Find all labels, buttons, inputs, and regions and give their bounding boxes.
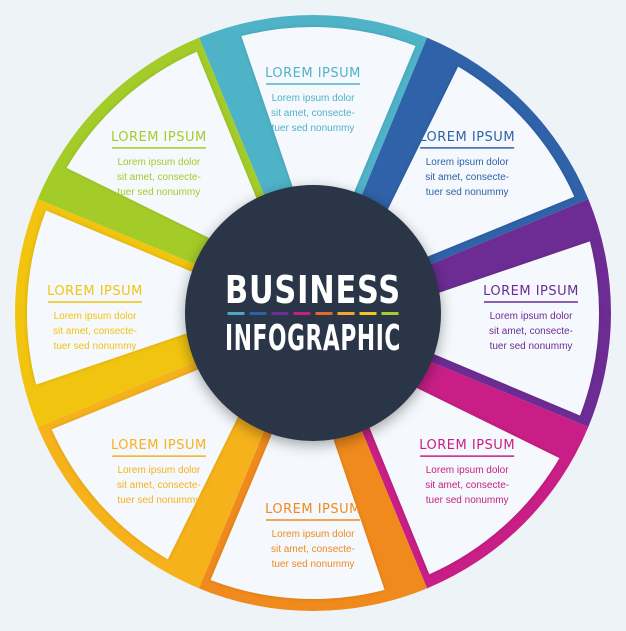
segment-panel-shape — [366, 384, 560, 575]
center-hub: BUSINESS INFOGRAPHIC — [185, 185, 441, 441]
segment-label-lower-right: LOREM IPSUM Lorem ipsum dolor sit amet, co… — [419, 438, 515, 506]
segment-title: LOREM IPSUM — [111, 438, 207, 453]
segment-body-line: sit amet, consecte- — [425, 172, 509, 183]
hub-circle — [185, 185, 441, 441]
hub-dash — [249, 312, 267, 315]
hub-dash-row — [227, 312, 399, 315]
hub-dash — [337, 312, 355, 315]
labels-layer: LOREM IPSUM Lorem ipsum dolor sit amet, co… — [47, 66, 579, 570]
segment-label-bottom: LOREM IPSUM Lorem ipsum dolor sit amet, co… — [265, 502, 361, 570]
segment-body-line: Lorem ipsum dolor — [490, 311, 573, 322]
segment-body-line: tuer sed nonummy — [426, 187, 509, 198]
segment-panel-shape — [26, 210, 200, 385]
segment-panel-shape — [210, 426, 385, 599]
hub-dash — [381, 312, 399, 315]
segment-label-left: LOREM IPSUM Lorem ipsum dolor sit amet, co… — [47, 284, 143, 352]
segment-panel-shape — [426, 241, 599, 416]
segment-body-line: Lorem ipsum dolor — [426, 157, 509, 168]
segment-title: LOREM IPSUM — [265, 66, 361, 81]
segment-body-line: tuer sed nonummy — [272, 123, 355, 134]
segment-panel-shape — [51, 366, 242, 560]
segment-body-line: tuer sed nonummy — [117, 187, 200, 198]
hub-title-line2: INFOGRAPHIC — [225, 318, 401, 359]
hub-dash — [227, 312, 245, 315]
segment-body-line: sit amet, consecte- — [117, 172, 201, 183]
segment-body-line: sit amet, consecte- — [271, 108, 355, 119]
segment-body-line: sit amet, consecte- — [53, 326, 137, 337]
hub-title-line1: BUSINESS — [225, 268, 401, 312]
segment-title: LOREM IPSUM — [47, 284, 143, 299]
segment-body-line: tuer sed nonummy — [117, 495, 200, 506]
segment-panel-shape — [66, 51, 260, 242]
segment-body-line: sit amet, consecte- — [271, 544, 355, 555]
hub-dash — [359, 312, 377, 315]
segment-body-line: Lorem ipsum dolor — [272, 93, 355, 104]
segments-layer — [15, 15, 612, 612]
segment-panel-right — [426, 241, 599, 416]
segment-label-upper-left: LOREM IPSUM Lorem ipsum dolor sit amet, co… — [111, 130, 207, 198]
segment-body-line: tuer sed nonummy — [490, 341, 573, 352]
segment-body-line: tuer sed nonummy — [272, 559, 355, 570]
segment-body-line: Lorem ipsum dolor — [117, 465, 200, 476]
segment-body-line: Lorem ipsum dolor — [117, 157, 200, 168]
segment-title: LOREM IPSUM — [419, 130, 515, 145]
segment-title: LOREM IPSUM — [265, 502, 361, 517]
segment-title: LOREM IPSUM — [483, 284, 579, 299]
segment-panel-upper-right — [384, 66, 575, 260]
segment-body-line: Lorem ipsum dolor — [54, 311, 137, 322]
segment-body-line: sit amet, consecte- — [489, 326, 573, 337]
segment-label-top: LOREM IPSUM Lorem ipsum dolor sit amet, co… — [265, 66, 361, 134]
segment-panel-shape — [384, 66, 575, 260]
segment-body-line: sit amet, consecte- — [425, 480, 509, 491]
segment-panel-upper-left — [66, 51, 260, 242]
segment-body-line: Lorem ipsum dolor — [426, 465, 509, 476]
hub-dash — [293, 312, 311, 315]
segment-panel-bottom — [210, 426, 385, 599]
segment-body-line: tuer sed nonummy — [426, 495, 509, 506]
hub-dash — [271, 312, 289, 315]
segment-label-upper-right: LOREM IPSUM Lorem ipsum dolor sit amet, co… — [419, 130, 515, 198]
segment-body-line: Lorem ipsum dolor — [272, 529, 355, 540]
segment-title: LOREM IPSUM — [111, 130, 207, 145]
segment-panel-top — [241, 26, 416, 200]
segment-body-line: tuer sed nonummy — [54, 341, 137, 352]
segment-panel-lower-left — [51, 366, 242, 560]
hub-dash — [315, 312, 333, 315]
segment-body-line: sit amet, consecte- — [117, 480, 201, 491]
segment-panel-shape — [241, 26, 416, 200]
segment-panel-left — [26, 210, 200, 385]
segment-label-right: LOREM IPSUM Lorem ipsum dolor sit amet, co… — [483, 284, 579, 352]
segment-title: LOREM IPSUM — [419, 438, 515, 453]
segment-label-lower-left: LOREM IPSUM Lorem ipsum dolor sit amet, co… — [111, 438, 207, 506]
segment-panel-lower-right — [366, 384, 560, 575]
